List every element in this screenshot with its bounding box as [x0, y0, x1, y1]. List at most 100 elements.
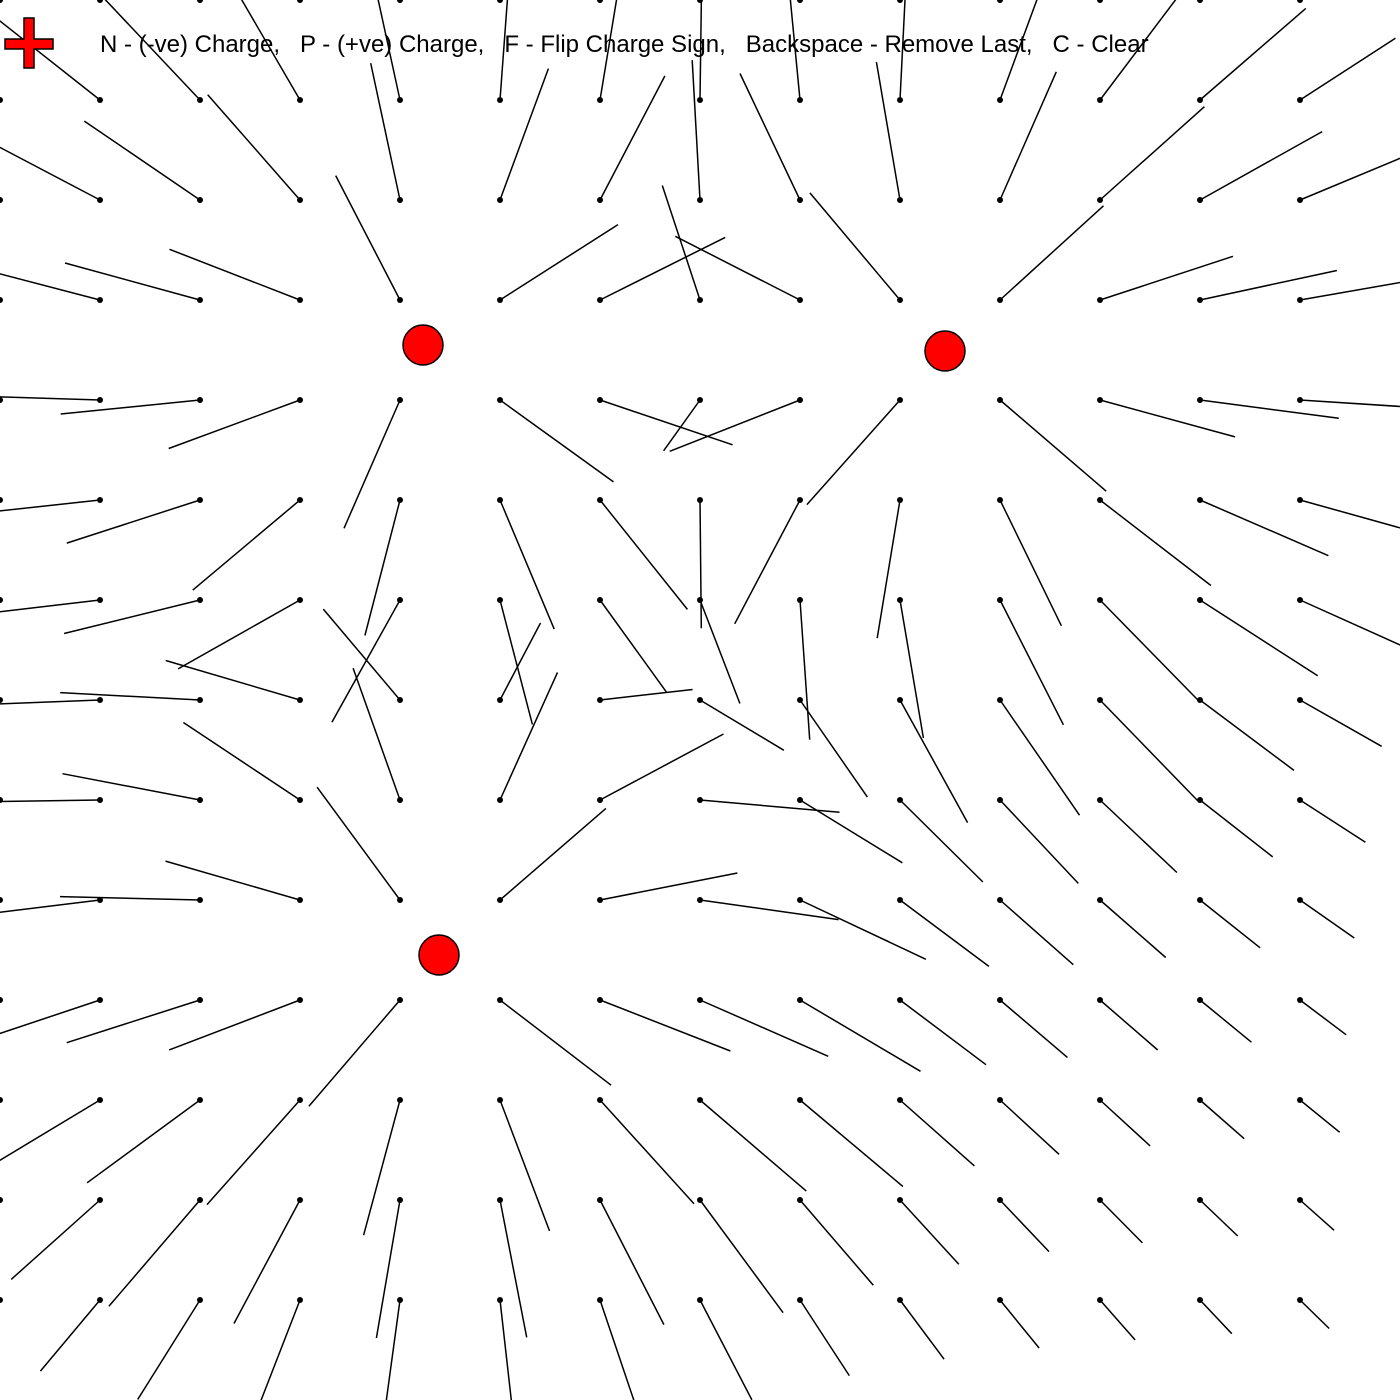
field-vector-line [1199, 7, 1307, 101]
field-vector [1097, 997, 1159, 1051]
field-vector [739, 73, 803, 203]
field-vector-line [899, 899, 990, 968]
field-vector-origin-dot [197, 97, 203, 103]
field-vector-origin-dot [197, 1097, 203, 1103]
field-vector [1297, 1197, 1335, 1231]
field-vector [669, 397, 803, 452]
field-vector [1197, 130, 1323, 203]
field-vector-line [499, 499, 555, 630]
field-vector-line [799, 899, 927, 960]
field-vector-origin-dot [797, 997, 803, 1003]
field-vector [597, 497, 688, 610]
field-vector [897, 597, 925, 739]
field-vector-origin-dot [1097, 1097, 1103, 1103]
field-vector-line [499, 399, 614, 483]
field-vector-line [1199, 1199, 1239, 1237]
field-vector [697, 1297, 753, 1400]
field-vector-origin-dot [1197, 897, 1203, 903]
field-vector-origin-dot [697, 1097, 703, 1103]
field-vector [1297, 397, 1400, 408]
field-vector [0, 497, 103, 512]
field-vector-origin-dot [697, 1197, 703, 1203]
field-vector-origin-dot [1297, 797, 1303, 803]
charge-positive[interactable] [924, 330, 966, 372]
field-vector [1097, 255, 1234, 303]
field-vector-line [0, 20, 101, 101]
field-vector-line [233, 1199, 301, 1324]
field-vector-line [1099, 0, 1177, 101]
field-vector [343, 397, 403, 529]
field-vector [597, 236, 726, 303]
field-vector-line [499, 1299, 513, 1400]
field-vector-origin-dot [297, 97, 303, 103]
field-vector-line [66, 999, 201, 1044]
field-vector-line [83, 120, 201, 201]
field-vector [0, 497, 3, 503]
field-vector-origin-dot [997, 597, 1003, 603]
field-vector-line [999, 899, 1074, 966]
field-vector-origin-dot [997, 1197, 1003, 1203]
field-vector-origin-dot [597, 0, 603, 3]
field-vector [597, 1297, 635, 1400]
field-vector-origin-dot [597, 997, 603, 1003]
field-vector-origin-dot [97, 1097, 103, 1103]
field-vector-origin-dot [397, 197, 403, 203]
plus-icon-shape [4, 17, 54, 69]
field-vector [66, 997, 203, 1044]
field-vector [691, 60, 703, 203]
field-vector-line [1299, 599, 1400, 646]
field-vector [697, 697, 785, 751]
plus-icon[interactable] [0, 12, 60, 72]
field-vector-origin-dot [997, 797, 1003, 803]
field-vector-line [1199, 999, 1252, 1043]
field-vector-origin-dot [1197, 997, 1203, 1003]
field-vector-origin-dot [97, 0, 103, 3]
field-vector-origin-dot [997, 397, 1003, 403]
field-vector-origin-dot [397, 1097, 403, 1103]
field-vector-origin-dot [197, 797, 203, 803]
field-vector [597, 1097, 695, 1205]
field-vector-origin-dot [297, 697, 303, 703]
field-vector [369, 62, 403, 203]
field-vector-origin-dot [497, 597, 503, 603]
field-vector-origin-dot [1097, 1297, 1103, 1303]
field-vector-origin-dot [197, 1297, 203, 1303]
field-vector [497, 0, 509, 103]
field-vector [897, 1097, 975, 1167]
field-vector [104, 0, 203, 103]
field-vector [497, 1297, 513, 1400]
field-vector [0, 997, 103, 1035]
field-vector-line [1099, 255, 1234, 301]
field-vector-line [899, 699, 969, 823]
field-vector-origin-dot [1297, 397, 1303, 403]
charge-positive[interactable] [402, 324, 444, 366]
field-vector-origin-dot [1297, 497, 1303, 503]
field-vector-line [699, 699, 785, 751]
field-vector [1097, 0, 1177, 103]
field-vector-line [39, 1299, 101, 1372]
field-vector-line [789, 0, 801, 101]
field-vector-origin-dot [797, 0, 803, 3]
field-vector-line [1299, 499, 1400, 529]
field-vector [797, 697, 869, 798]
field-vector [168, 997, 303, 1051]
field-vector [1197, 269, 1338, 303]
field-vector [83, 120, 203, 203]
field-vector [182, 721, 303, 803]
field-vector-origin-dot [0, 0, 3, 3]
field-vector-origin-dot [1197, 197, 1203, 203]
field-vector-origin-dot [397, 497, 403, 503]
field-vector-line [734, 499, 801, 625]
field-vector [597, 1197, 665, 1325]
charge-positive[interactable] [418, 934, 460, 976]
field-vector [1097, 0, 1103, 3]
field-vector-line [599, 872, 738, 901]
field-vector [876, 497, 903, 639]
field-vector [997, 1197, 1050, 1253]
field-vector-line [1199, 699, 1295, 772]
field-vector-origin-dot [1097, 197, 1103, 203]
field-vector [662, 397, 703, 452]
field-vector-line [599, 0, 618, 101]
field-vector-line [104, 0, 201, 101]
